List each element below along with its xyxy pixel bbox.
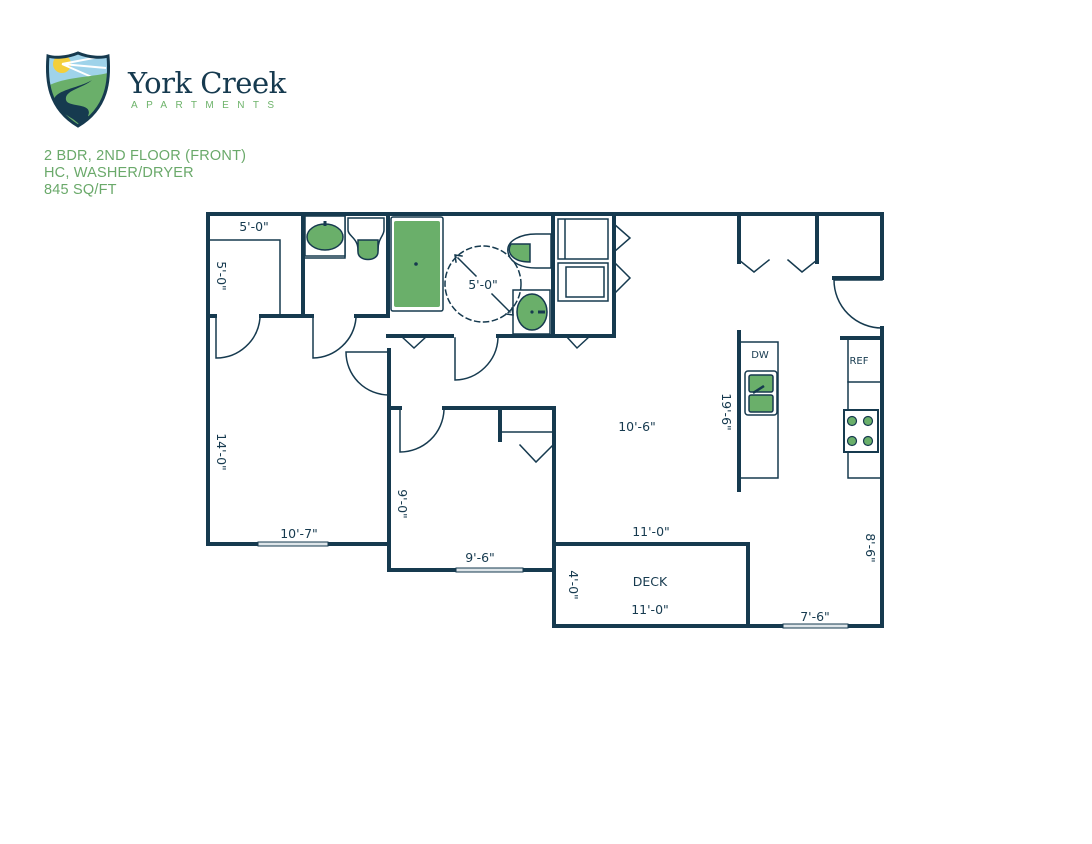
door-swings xyxy=(215,222,883,464)
dim-bedroom2-width: 9'-6" xyxy=(465,550,495,565)
kitchen-sink-icon xyxy=(744,370,778,416)
windows xyxy=(257,541,849,629)
dim-deck-depth: 4'-0" xyxy=(566,570,581,600)
turning-radius-circle xyxy=(444,245,522,323)
brand-name: York Creek xyxy=(128,66,286,100)
bath1-fixtures xyxy=(304,215,385,261)
bath2-fixtures xyxy=(507,233,552,331)
washer-dryer-icon xyxy=(557,218,609,302)
dim-dining-width: 11'-0" xyxy=(632,524,670,539)
refrigerator-label: REF xyxy=(849,356,868,367)
dim-kitchen-length: 19'-6" xyxy=(719,393,734,431)
logo xyxy=(44,50,112,135)
dim-bedroom2-depth: 9'-0" xyxy=(395,489,410,519)
unit-type: 2 BDR, 2ND FLOOR (FRONT) xyxy=(44,148,247,164)
shield-landscape-logo-icon xyxy=(45,51,111,128)
dim-turning-radius: 5'-0" xyxy=(468,277,498,292)
dim-dining-window: 7'-6" xyxy=(800,609,830,624)
dim-closet-depth: 5'-0" xyxy=(214,261,229,291)
dim-closet-width: 5'-0" xyxy=(239,219,269,234)
stove-icon xyxy=(843,409,879,453)
bathtub-icon xyxy=(390,216,444,312)
interior-walls xyxy=(206,212,884,492)
unit-info: 2 BDR, 2ND FLOOR (FRONT) HC, WASHER/DRYE… xyxy=(44,148,246,199)
dim-bedroom1-width: 10'-7" xyxy=(280,526,318,541)
deck-label: DECK xyxy=(633,574,668,589)
dim-dining-depth: 8'-6" xyxy=(863,533,878,563)
unit-area: 845 SQ/FT xyxy=(44,182,117,198)
dim-bedroom1-depth: 14'-0" xyxy=(214,433,229,471)
dim-living-width: 10'-6" xyxy=(618,419,656,434)
dishwasher-label: DW xyxy=(751,350,769,361)
sink-icon xyxy=(306,223,344,251)
exterior-walls xyxy=(206,212,884,628)
unit-features: HC, WASHER/DRYER xyxy=(44,165,194,181)
brand-subtitle: APARTMENTS xyxy=(131,100,283,111)
dim-deck-width: 11'-0" xyxy=(631,602,669,617)
